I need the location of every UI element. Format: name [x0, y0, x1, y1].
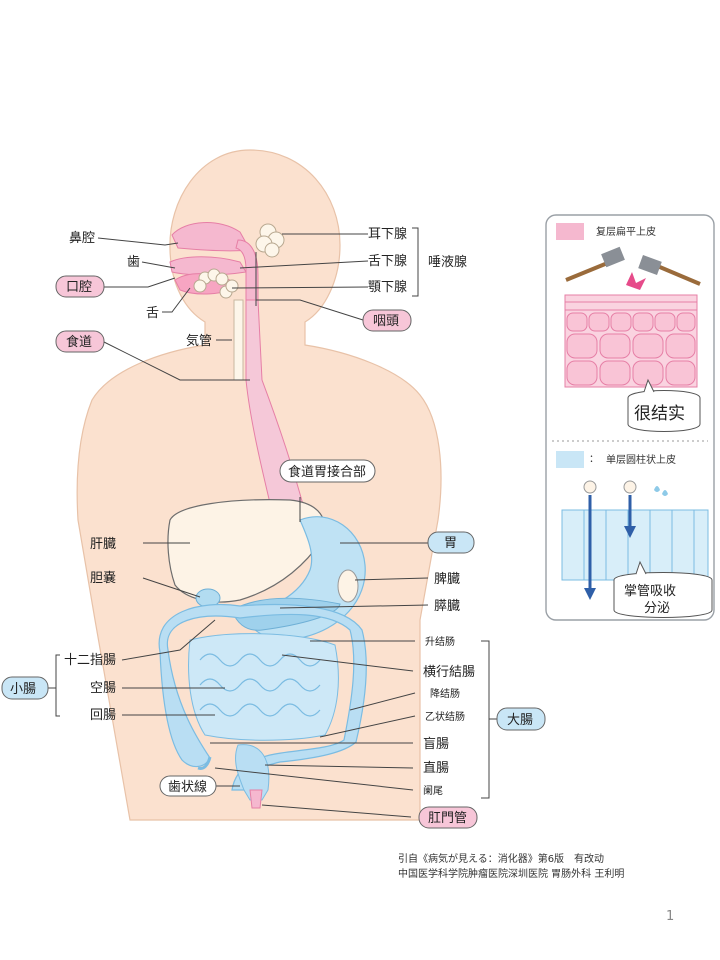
tag-small-intestine	[1, 676, 49, 700]
label-submandibular-gland: 顎下腺	[368, 280, 407, 295]
intestines	[158, 603, 367, 809]
caption-very-sturdy: 很结实	[634, 404, 685, 424]
label-spleen: 脾臓	[434, 572, 460, 587]
columnar-cell-layer	[561, 509, 709, 581]
label-esophagus: 食道	[66, 334, 92, 350]
label-sublingual-gland: 舌下腺	[368, 254, 407, 269]
columnar-colon: ：	[589, 454, 599, 465]
label-stomach: 胃	[444, 536, 457, 551]
tag-anal-canal	[418, 806, 478, 829]
label-transverse-colon: 横行結腸	[423, 665, 475, 680]
label-pharynx: 咽頭	[373, 314, 399, 329]
label-parotid-gland: 耳下腺	[368, 227, 407, 242]
columnar-swatch	[556, 451, 584, 468]
tag-pharynx	[362, 309, 412, 332]
label-appendix: 阑尾	[423, 784, 443, 797]
label-duodenum: 十二指腸	[64, 653, 116, 668]
label-oral-cavity: 口腔	[66, 280, 92, 295]
label-jejunum: 空腸	[90, 681, 116, 696]
label-small-intestine: 小腸	[10, 682, 36, 697]
citation: 引自《病気が見える：消化器》第6版 有改动 中国医学科学院肿瘤医院深圳医院 胃肠…	[398, 852, 624, 880]
label-gastroesophageal-junction: 食道胃接合部	[288, 464, 366, 480]
label-anal-canal: 肛門管	[428, 811, 467, 826]
squamous-swatch	[556, 223, 584, 240]
liver	[167, 499, 326, 603]
tag-large-intestine	[496, 707, 546, 731]
label-sigmoid-colon: 乙状结肠	[425, 710, 465, 723]
label-trachea: 気管	[186, 333, 212, 349]
label-tongue: 舌	[146, 306, 159, 321]
label-salivary-glands: 唾液腺	[428, 255, 467, 270]
label-ileum: 回腸	[90, 708, 116, 723]
tag-esophagus	[55, 330, 105, 353]
label-large-intestine: 大腸	[507, 713, 533, 728]
arrow-icon	[584, 495, 636, 600]
caption-secretion: 分泌	[644, 601, 670, 616]
tag-gastroesophageal-junction	[279, 459, 376, 483]
label-rectum: 直腸	[423, 761, 449, 776]
label-descending-colon: 降结肠	[430, 687, 460, 700]
head-structures	[169, 222, 285, 381]
tag-stomach	[427, 531, 475, 554]
label-gallbladder: 胆嚢	[90, 570, 116, 586]
citation-line-1: 引自《病気が見える：消化器》第6版 有改动	[398, 852, 604, 865]
label-columnar-epithelium: 单层圆柱状上皮	[606, 453, 676, 466]
label-pancreas: 膵臓	[434, 599, 460, 614]
epithelium-legend-panel: 复层扁平上皮 很结实	[545, 214, 715, 621]
caption-absorption: 掌管吸收	[624, 584, 676, 599]
spleen	[337, 569, 359, 603]
squamous-cell-layers	[564, 294, 698, 388]
label-ascending-colon: 升结肠	[425, 635, 455, 648]
label-teeth: 歯	[127, 255, 140, 270]
tag-oral-cavity	[55, 275, 105, 298]
labels-head: 鼻腔 歯 口腔 舌 食道 気管 耳下腺 舌下腺 顎下腺 唾液腺 咽頭	[55, 227, 467, 353]
label-liver: 肝臓	[90, 537, 116, 552]
label-nasal-cavity: 鼻腔	[69, 230, 95, 246]
labels-abdomen: 食道胃接合部 肝臓 胆嚢 胃 脾臓 膵臓 十二指腸 小腸 空腸 回腸 升结肠 横…	[1, 459, 546, 829]
tag-dentate-line	[159, 775, 217, 797]
label-squamous-epithelium: 复层扁平上皮	[596, 225, 656, 238]
hammer-icon	[565, 246, 701, 290]
citation-line-2: 中国医学科学院肿瘤医院深圳医院 胃肠外科 王利明	[398, 867, 624, 880]
leader-lines	[48, 227, 497, 818]
page-number: 1	[666, 909, 674, 924]
label-cecum: 盲腸	[423, 736, 449, 752]
label-dentate-line: 歯状線	[168, 779, 207, 795]
